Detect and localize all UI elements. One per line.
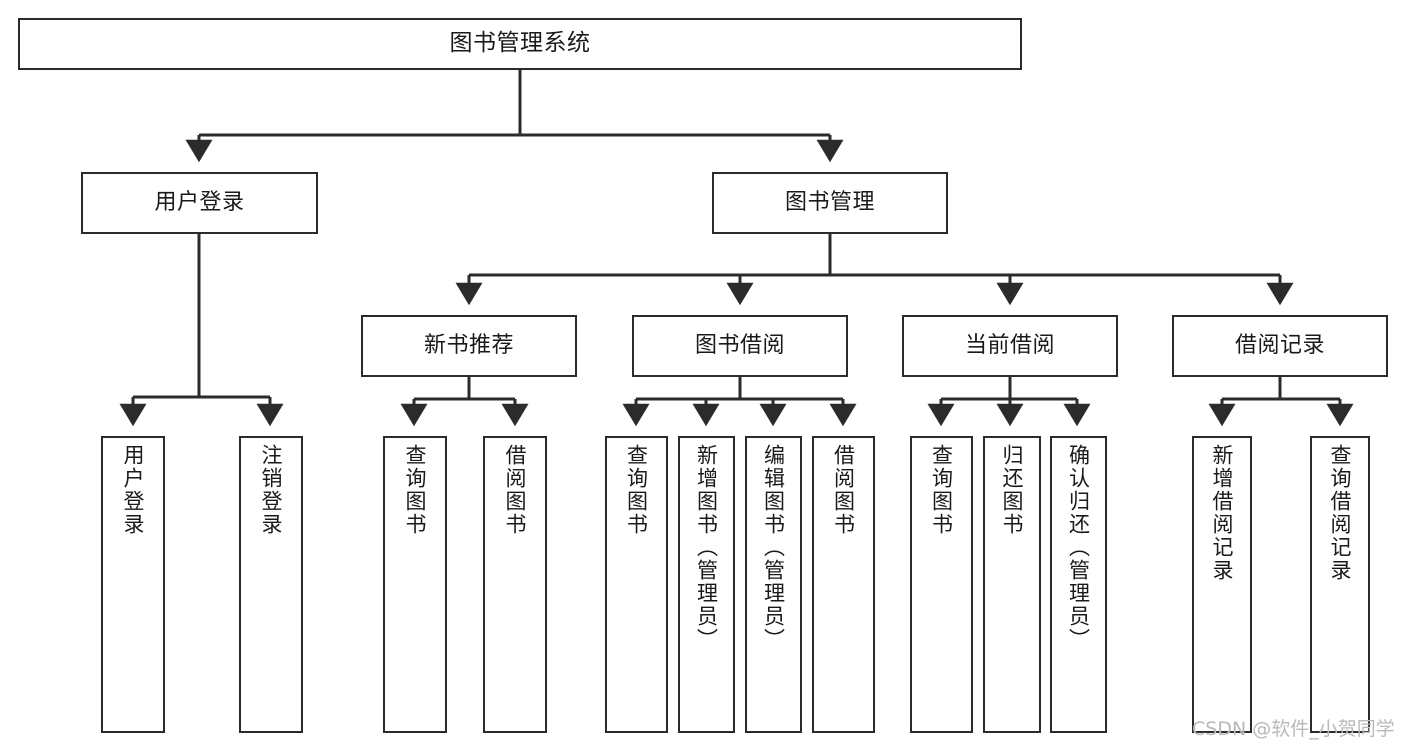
node-book-management[interactable]: 图书管理 — [712, 172, 948, 234]
node-leaf-add-borrow-record-label: 新增借阅记录 — [1210, 444, 1235, 582]
node-leaf-query-book-1-label: 查询图书 — [403, 444, 428, 536]
node-user-login-label: 用户登录 — [154, 190, 245, 216]
node-borrow-records[interactable]: 借阅记录 — [1172, 315, 1388, 377]
node-book-borrow[interactable]: 图书借阅 — [632, 315, 848, 377]
node-book-management-label: 图书管理 — [784, 190, 875, 216]
csdn-watermark: CSDN @软件_小贺同学 — [1192, 718, 1395, 740]
node-leaf-query-borrow-record[interactable]: 查询借阅记录 — [1310, 436, 1370, 733]
node-leaf-borrow-book-2-label: 借阅图书 — [831, 444, 856, 536]
node-leaf-edit-book-admin-label: 编辑图书（管理员） — [761, 444, 786, 651]
node-user-login[interactable]: 用户登录 — [81, 172, 318, 234]
node-leaf-edit-book-admin[interactable]: 编辑图书（管理员） — [745, 436, 802, 733]
node-new-book-recommend[interactable]: 新书推荐 — [361, 315, 577, 377]
node-leaf-logout[interactable]: 注销登录 — [239, 436, 303, 733]
node-leaf-query-book-2[interactable]: 查询图书 — [605, 436, 668, 733]
node-new-book-recommend-label: 新书推荐 — [423, 333, 514, 359]
node-leaf-query-book-2-label: 查询图书 — [624, 444, 649, 536]
node-book-borrow-label: 图书借阅 — [694, 333, 785, 359]
node-leaf-user-login[interactable]: 用户登录 — [101, 436, 165, 733]
node-leaf-user-login-label: 用户登录 — [121, 444, 146, 536]
node-leaf-query-borrow-record-label: 查询借阅记录 — [1328, 444, 1353, 582]
node-leaf-return-book[interactable]: 归还图书 — [983, 436, 1041, 733]
node-root-label: 图书管理系统 — [449, 30, 591, 57]
node-leaf-return-book-label: 归还图书 — [1000, 444, 1025, 536]
node-leaf-confirm-return-admin[interactable]: 确认归还（管理员） — [1050, 436, 1107, 733]
node-leaf-confirm-return-admin-label: 确认归还（管理员） — [1066, 444, 1091, 651]
node-current-borrow[interactable]: 当前借阅 — [902, 315, 1118, 377]
node-root[interactable]: 图书管理系统 — [18, 18, 1022, 70]
node-current-borrow-label: 当前借阅 — [964, 333, 1055, 359]
node-leaf-borrow-book-1-label: 借阅图书 — [503, 444, 528, 536]
node-leaf-borrow-book-2[interactable]: 借阅图书 — [812, 436, 875, 733]
node-leaf-query-book-1[interactable]: 查询图书 — [383, 436, 447, 733]
node-borrow-records-label: 借阅记录 — [1234, 333, 1325, 359]
node-leaf-add-book-admin-label: 新增图书（管理员） — [694, 444, 719, 651]
node-leaf-add-book-admin[interactable]: 新增图书（管理员） — [678, 436, 735, 733]
node-leaf-borrow-book-1[interactable]: 借阅图书 — [483, 436, 547, 733]
node-leaf-logout-label: 注销登录 — [259, 444, 284, 536]
node-leaf-query-book-3[interactable]: 查询图书 — [910, 436, 973, 733]
node-leaf-add-borrow-record[interactable]: 新增借阅记录 — [1192, 436, 1252, 733]
node-leaf-query-book-3-label: 查询图书 — [929, 444, 954, 536]
